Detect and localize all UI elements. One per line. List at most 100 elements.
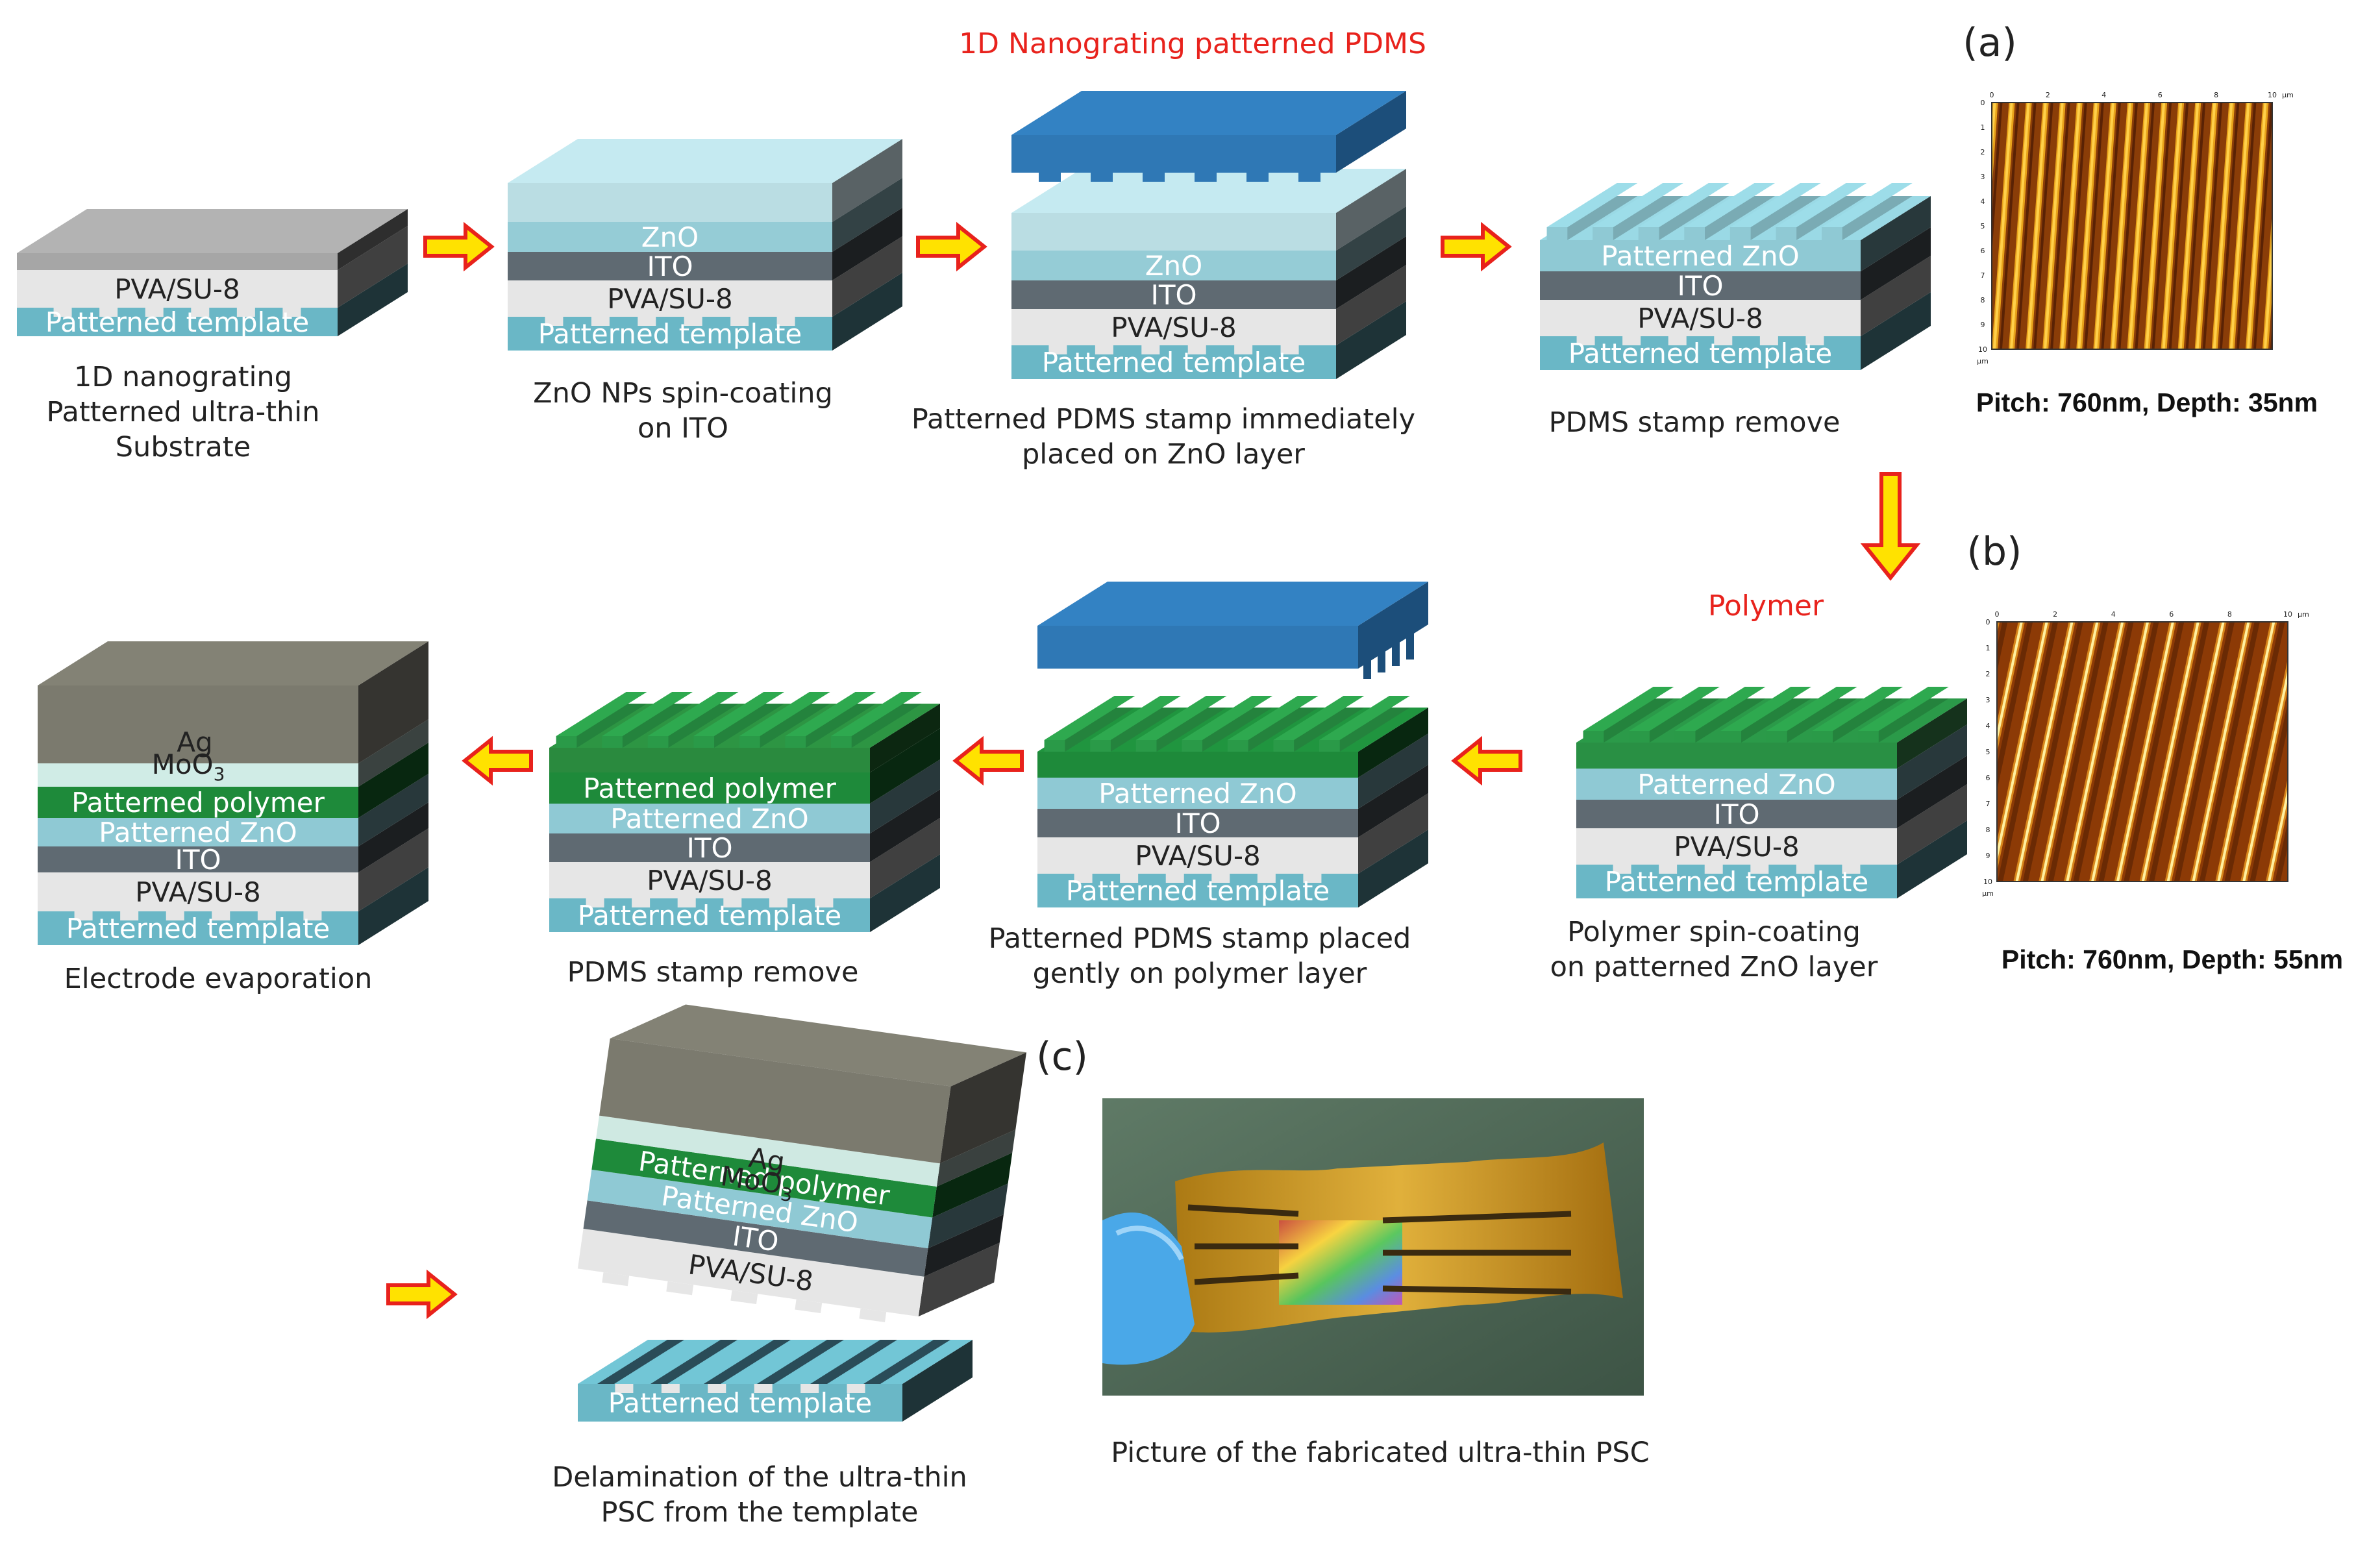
afm-y-tick: 9 (1981, 321, 1985, 329)
afm-y-tick: 8 (1981, 296, 1985, 304)
ag-label: Ag (177, 726, 212, 758)
afm-y-tick: 0 (1981, 99, 1985, 107)
pva-label: PVA/SU-8 (607, 283, 733, 315)
step-caption-4: PDMS stamp remove (1549, 406, 1841, 439)
template-label: Patterned template (1568, 338, 1833, 369)
ito-label: ITO (686, 832, 732, 864)
step-caption-9: Delamination of the ultra-thin (552, 1461, 967, 1494)
template-label: Patterned template (1066, 875, 1330, 907)
patterned-zno-label: Patterned ZnO (610, 803, 808, 835)
pva-label: PVA/SU-8 (114, 273, 240, 305)
afm-y-tick: 0 (1986, 618, 1990, 626)
afm-x-tick: 2 (2053, 610, 2057, 619)
step-caption-5: Polymer spin-coating (1567, 916, 1861, 948)
moo3-label: MoO3 (152, 748, 225, 785)
ito-label: ITO (647, 251, 693, 282)
step-caption-1: Substrate (116, 431, 251, 463)
ito-label: ITO (1677, 270, 1723, 302)
afm-unit: µm (2282, 91, 2294, 99)
step-caption-6: gently on polymer layer (1033, 957, 1367, 990)
zno-label: ZnO (1145, 250, 1202, 282)
template-label: Patterned template (1042, 347, 1306, 378)
afm-y-tick: 5 (1986, 748, 1990, 756)
afm-unit: µm (2298, 610, 2309, 619)
photo-caption: Picture of the fabricated ultra-thin PSC (1111, 1436, 1649, 1469)
afm-y-tick: 4 (1981, 197, 1985, 206)
afm-x-tick: 6 (2158, 91, 2163, 99)
template-label: Patterned template (1605, 866, 1869, 898)
patterned-polymer-label: Patterned polymer (71, 787, 325, 819)
afm-x-tick: 0 (1990, 91, 1994, 99)
step-caption-2: on ITO (638, 412, 728, 445)
afm-caption-a: Pitch: 760nm, Depth: 35nm (1976, 388, 2318, 417)
patterned-polymer-label: Patterned polymer (583, 772, 837, 804)
template-label: Patterned template (45, 306, 310, 338)
patterned-zno-label: Patterned ZnO (1098, 778, 1296, 809)
process-arrow-left (462, 735, 533, 786)
step-caption-3: placed on ZnO layer (1022, 438, 1305, 471)
pdms-stamp-2 (1037, 582, 1428, 679)
process-arrow-right (386, 1269, 458, 1320)
step-caption-7: PDMS stamp remove (567, 956, 859, 989)
pdms-title: 1D Nanograting patterned PDMS (959, 27, 1426, 60)
template-label: Patterned template (538, 318, 802, 350)
template-label: Patterned template (608, 1387, 873, 1419)
patterned-zno-label: Patterned ZnO (1637, 769, 1835, 800)
afm-y-tick: 1 (1981, 123, 1985, 132)
afm-unit: µm (1977, 357, 1989, 365)
afm-y-tick: 10 (1978, 345, 1987, 354)
process-arrow-right (916, 221, 987, 272)
pdms-stamp-1 (1011, 91, 1406, 182)
ag-label: Ag (747, 1142, 787, 1178)
stack-step-9-template: Patterned template (578, 1340, 973, 1422)
afm-y-tick: 6 (1986, 774, 1990, 782)
afm-y-tick: 3 (1981, 173, 1985, 181)
step-caption-1: Patterned ultra-thin (46, 396, 319, 428)
zno-label: ZnO (641, 221, 699, 253)
afm-x-tick: 2 (2046, 91, 2050, 99)
afm-y-tick: 10 (1983, 878, 1992, 886)
afm-caption-b: Pitch: 760nm, Depth: 55nm (2002, 944, 2343, 974)
process-arrow-right (423, 221, 495, 272)
step-caption-9: PSC from the template (601, 1496, 919, 1529)
ito-label: ITO (1174, 807, 1221, 839)
panel-label-c: (c) (1036, 1034, 1088, 1079)
afm-x-tick: 6 (2169, 610, 2174, 619)
ito-label: ITO (1150, 279, 1196, 311)
step-caption-8: Electrode evaporation (64, 963, 373, 995)
afm-x-tick: 8 (2227, 610, 2232, 619)
step-caption-5: on patterned ZnO layer (1550, 951, 1878, 983)
step-caption-1: 1D nanograting (74, 361, 292, 393)
afm-image-a (1991, 102, 2273, 350)
afm-y-tick: 4 (1986, 722, 1990, 730)
polymer-title: Polymer (1708, 589, 1824, 623)
afm-y-tick: 7 (1981, 271, 1985, 280)
step-caption-3: Patterned PDMS stamp immediately (911, 403, 1415, 436)
afm-x-tick: 10 (2283, 610, 2292, 619)
pva-label: PVA/SU-8 (647, 865, 773, 896)
afm-y-tick: 9 (1986, 852, 1990, 860)
pva-label: PVA/SU-8 (1111, 312, 1237, 343)
pva-label: PVA/SU-8 (1135, 840, 1261, 872)
template-label: Patterned template (66, 913, 330, 944)
pva-label: PVA/SU-8 (1637, 302, 1763, 334)
afm-x-tick: 8 (2214, 91, 2218, 99)
step-caption-2: ZnO NPs spin-coating (533, 377, 833, 410)
process-arrow-left (952, 735, 1024, 786)
patterned-zno-label: Patterned ZnO (99, 817, 297, 848)
afm-y-tick: 1 (1986, 644, 1990, 652)
template-label: Patterned template (578, 900, 842, 931)
afm-y-tick: 2 (1981, 148, 1985, 156)
ito-label: ITO (1713, 798, 1759, 830)
process-arrow-right (1441, 221, 1512, 272)
process-arrow-left (1451, 735, 1522, 786)
afm-y-tick: 7 (1986, 800, 1990, 808)
afm-y-tick: 3 (1986, 696, 1990, 704)
